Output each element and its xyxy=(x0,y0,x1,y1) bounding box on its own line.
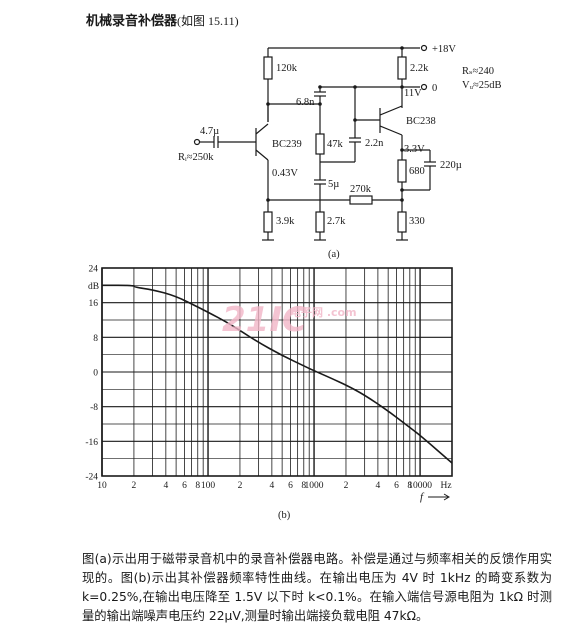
watermark: 21IC 电子网 .com xyxy=(222,300,357,340)
y-tick-label: 8 xyxy=(93,334,98,344)
f-axis-label: f xyxy=(420,491,425,503)
label-r120k: 120k xyxy=(276,63,298,74)
page-title: 机械录音补偿器(如图 15.11) xyxy=(86,10,239,29)
label-r330: 330 xyxy=(409,216,425,227)
y-tick-label: 0 xyxy=(93,369,98,379)
x-tick-label: 6 xyxy=(288,481,293,491)
x-tick-label: 2 xyxy=(238,481,243,491)
label-c4u7: 4.7µ xyxy=(200,126,219,137)
y-tick-label: -16 xyxy=(85,438,98,448)
label-ri: Rᵢ≈250k xyxy=(178,152,214,163)
y-tick-label: 16 xyxy=(89,299,99,309)
x-tick-label: 4 xyxy=(163,481,168,491)
label-v043: 0.43V xyxy=(272,168,298,179)
x-tick-label: 2 xyxy=(344,481,349,491)
y-tick-label: -8 xyxy=(90,403,98,413)
label-rs: Rₛ≈240 xyxy=(462,66,494,77)
x-tick-label: 2 xyxy=(132,481,137,491)
label-v33: 3.3V xyxy=(404,144,425,155)
x-tick-label: 4 xyxy=(376,481,381,491)
title-ref: (如图 15.11) xyxy=(177,14,239,28)
label-c5u: 5µ xyxy=(328,179,339,190)
x-tick-label: 8 xyxy=(301,481,306,491)
label-r3k9: 3.9k xyxy=(276,216,295,227)
y-tick-label: -24 xyxy=(85,473,98,483)
x-tick-label: 10 xyxy=(97,481,107,491)
x-tick-label: 4 xyxy=(269,481,274,491)
label-output: 0 xyxy=(432,83,437,94)
watermark-logo: 21IC xyxy=(222,300,307,340)
label-r2k2: 2.2k xyxy=(410,63,429,74)
label-r270k: 270k xyxy=(350,184,372,195)
label-r680: 680 xyxy=(409,166,425,177)
watermark-text: 电子网 .com xyxy=(290,306,357,319)
plot-frame xyxy=(101,267,453,477)
label-c2n2: 2.2n xyxy=(365,138,384,149)
caption-b: (b) xyxy=(278,510,291,521)
x-tick-label: 6 xyxy=(394,481,399,491)
caption-a: (a) xyxy=(328,249,340,260)
label-r2k7: 2.7k xyxy=(327,216,346,227)
x-tick-label: 6 xyxy=(182,481,187,491)
label-r47k: 47k xyxy=(327,139,344,150)
label-supply: +18V xyxy=(432,44,456,55)
y-tick-label: 24 xyxy=(89,265,99,275)
title-main: 机械录音补偿器 xyxy=(86,14,178,29)
x-tick-label: Hz xyxy=(440,481,451,491)
x-tick-label: 8 xyxy=(195,481,200,491)
y-axis-unit: dB xyxy=(88,282,99,292)
label-v11: 11V xyxy=(404,88,422,99)
description-paragraph: 图(a)示出用于磁带录音机中的录音补偿器电路。补偿是通过与频率相关的反馈作用实现… xyxy=(82,552,552,623)
label-c220u: 220µ xyxy=(440,160,462,171)
x-tick-label: 8 xyxy=(407,481,412,491)
label-q2: BC238 xyxy=(406,116,436,127)
x-tick-label: 10000 xyxy=(408,481,432,491)
label-q1: BC239 xyxy=(272,139,302,150)
x-tick-label: 1000 xyxy=(305,481,324,491)
series-line xyxy=(102,284,453,464)
label-vu: Vᵤ≈25dB xyxy=(462,80,502,91)
x-tick-label: 100 xyxy=(201,481,216,491)
label-c6n8: 6.8n xyxy=(296,97,315,108)
